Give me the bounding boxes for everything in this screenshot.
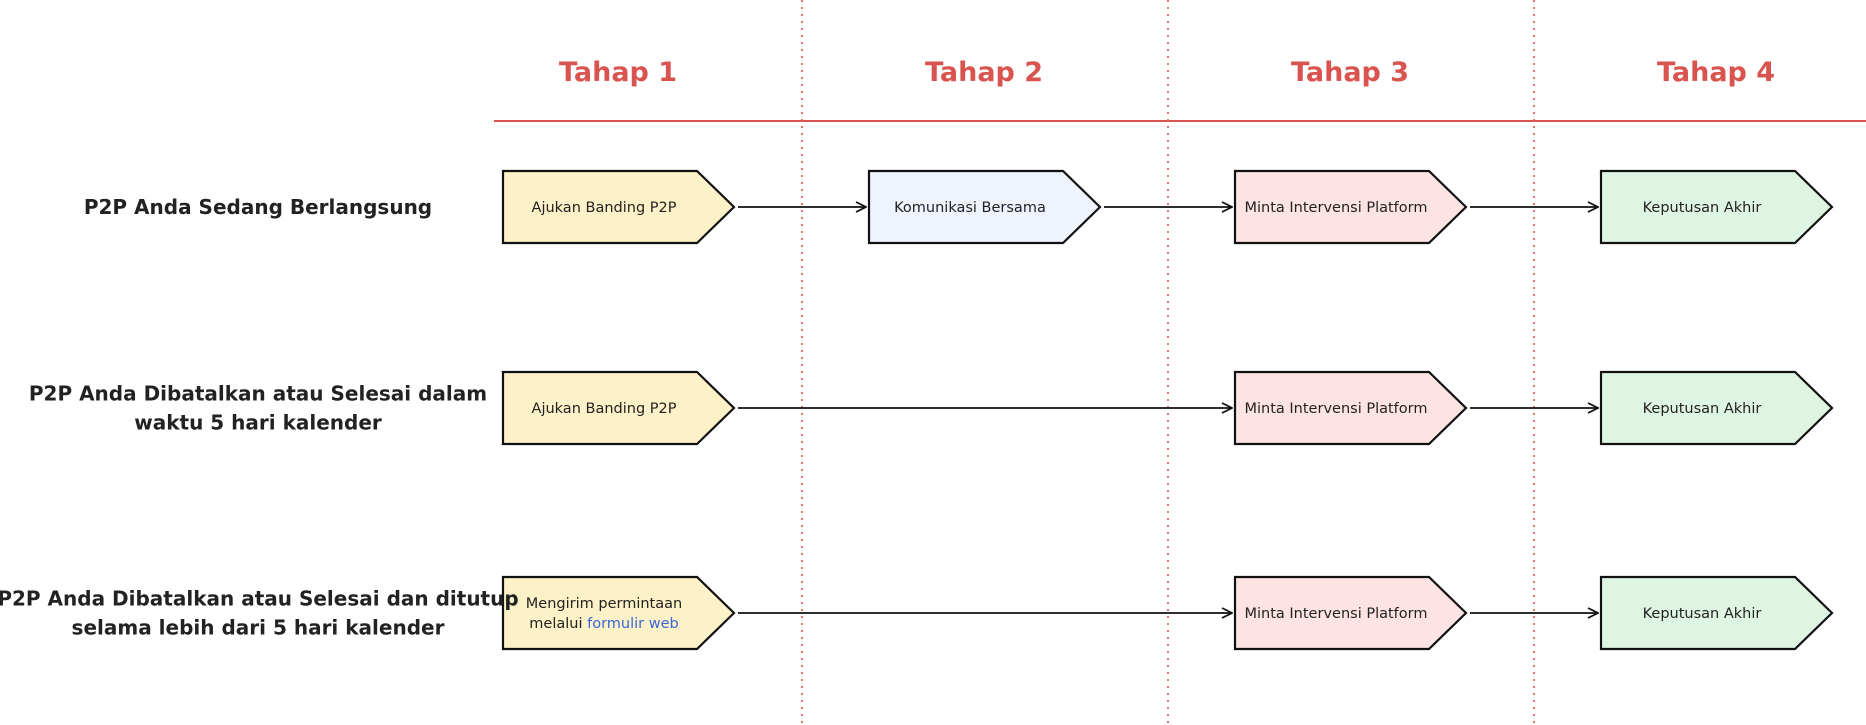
stage-title-1: Tahap 1 xyxy=(559,57,677,88)
step-box: Minta Intervensi Platform xyxy=(1233,575,1468,651)
step-box-shape xyxy=(867,169,1102,245)
web-form-link[interactable]: formulir web xyxy=(587,616,679,632)
step-box: Keputusan Akhir xyxy=(1599,370,1834,446)
step-box-label: Keputusan Akhir xyxy=(1643,401,1762,417)
stage-title-2: Tahap 2 xyxy=(925,57,1043,88)
step-box-label: Minta Intervensi Platform xyxy=(1245,401,1428,417)
stage-title-4: Tahap 4 xyxy=(1657,57,1775,88)
step-box-label: Minta Intervensi Platform xyxy=(1245,200,1428,216)
step-box-shape xyxy=(1233,575,1468,651)
step-box-shape xyxy=(1233,370,1468,446)
step-box-shape xyxy=(1599,370,1834,446)
step-box-label: Keputusan Akhir xyxy=(1643,200,1762,216)
step-box: Minta Intervensi Platform xyxy=(1233,169,1468,245)
step-box: Komunikasi Bersama xyxy=(867,169,1102,245)
flow-arrows xyxy=(738,207,1598,613)
stage-title-3: Tahap 3 xyxy=(1291,57,1409,88)
row-label-3: P2P Anda Dibatalkan atau Selesai dan dit… xyxy=(0,587,519,640)
step-box: Ajukan Banding P2P xyxy=(501,370,736,446)
step-box-shape xyxy=(1599,169,1834,245)
step-box-label: Minta Intervensi Platform xyxy=(1245,606,1428,622)
stage-header: Tahap 1 Tahap 2 Tahap 3 Tahap 4 xyxy=(494,57,1866,122)
step-box: Keputusan Akhir xyxy=(1599,575,1834,651)
step-box: Minta Intervensi Platform xyxy=(1233,370,1468,446)
row-label-1: P2P Anda Sedang Berlangsung xyxy=(84,195,432,219)
step-box-shape xyxy=(501,575,736,651)
step-box-shape xyxy=(1599,575,1834,651)
step-box-label: Ajukan Banding P2P xyxy=(532,200,677,216)
step-box-label: Ajukan Banding P2P xyxy=(532,401,677,417)
step-box-label: Keputusan Akhir xyxy=(1643,606,1762,622)
step-box-shape xyxy=(1233,169,1468,245)
step-box-shape xyxy=(501,370,736,446)
step-box-label: Komunikasi Bersama xyxy=(894,200,1046,216)
step-box: Ajukan Banding P2P xyxy=(501,169,736,245)
step-box: Keputusan Akhir xyxy=(1599,169,1834,245)
step-box-shape xyxy=(501,169,736,245)
